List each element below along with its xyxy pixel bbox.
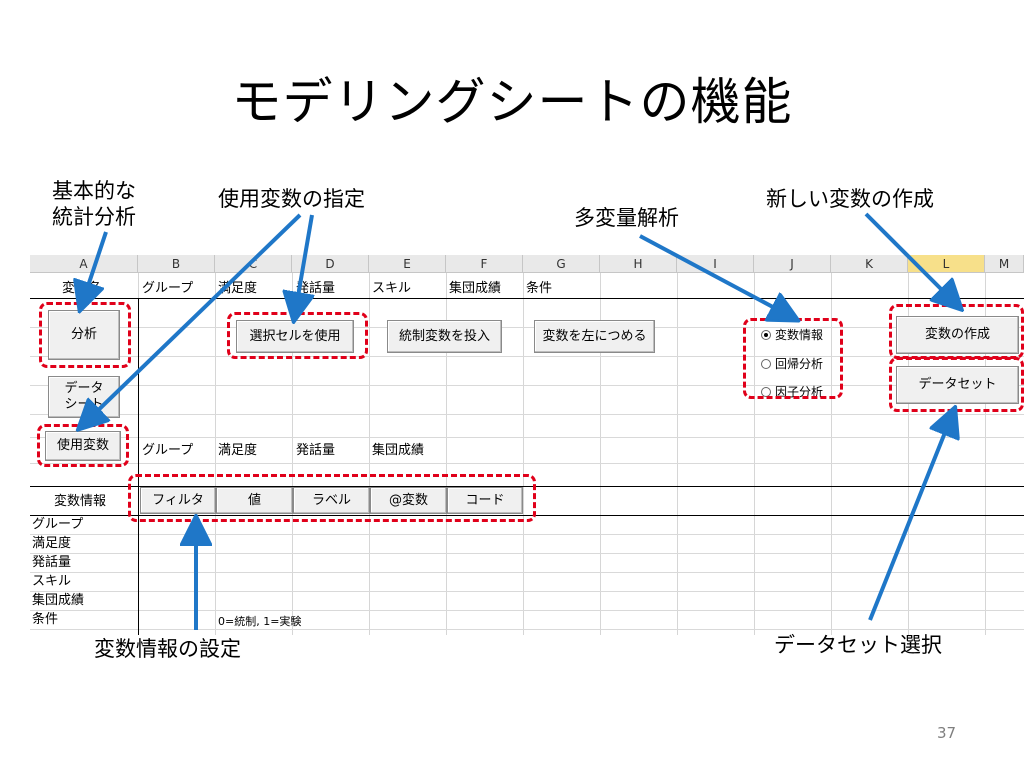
note-multivariate: 多変量解析 — [574, 206, 679, 230]
tab-filter[interactable]: フィルタ — [140, 487, 216, 514]
gridline — [754, 273, 755, 635]
gridline — [30, 414, 1024, 415]
header-row-border — [30, 298, 1024, 299]
gridline — [677, 273, 678, 635]
note-use-vars: 使用変数の指定 — [218, 187, 365, 211]
gridline — [600, 273, 601, 635]
analysis-button[interactable]: 分析 — [48, 310, 120, 360]
insert-control-var-button[interactable]: 統制変数を投入 — [387, 320, 502, 353]
arrow-basic-to-analysis — [84, 231, 108, 298]
gridline — [985, 273, 986, 635]
used-var-group-score[interactable]: 集団成績 — [372, 443, 425, 458]
header-cell-condition[interactable]: 条件 — [526, 281, 553, 296]
var-list-item[interactable]: 条件 — [32, 612, 59, 627]
gridline — [30, 534, 1024, 535]
gridline — [369, 273, 370, 635]
condition-note[interactable]: 0=統制, 1=実験 — [218, 615, 302, 628]
tab-code[interactable]: コード — [447, 487, 523, 514]
tab-label[interactable]: ラベル — [293, 487, 370, 514]
note-dataset-select: データセット選択 — [774, 633, 942, 657]
column-header-g[interactable]: G — [523, 255, 600, 273]
var-list-item[interactable]: 発話量 — [32, 555, 72, 570]
header-cell-group[interactable]: グループ — [142, 281, 194, 296]
gridline — [523, 273, 524, 635]
arrow-usevars-to-selected — [296, 214, 312, 308]
used-var-group[interactable]: グループ — [142, 443, 194, 458]
radio-regression[interactable]: 回帰分析 — [761, 355, 823, 372]
radio-selected-icon — [761, 329, 771, 340]
tab-at-var[interactable]: @変数 — [370, 487, 447, 514]
gridline — [30, 553, 1024, 554]
gridline — [215, 273, 216, 635]
arrow-usevars-to-button — [88, 213, 302, 420]
make-var-button[interactable]: 変数の作成 — [896, 316, 1019, 354]
gridline — [30, 572, 1024, 573]
var-list-item[interactable]: 集団成績 — [32, 593, 85, 608]
radio-var-info[interactable]: 変数情報 — [761, 326, 823, 343]
arrow-newvar-to-make — [864, 212, 952, 300]
column-header-l[interactable]: L — [908, 255, 985, 273]
gridline — [30, 610, 1024, 611]
shift-vars-left-button[interactable]: 変数を左につめる — [534, 320, 655, 353]
tab-value[interactable]: 値 — [216, 487, 293, 514]
gridline — [30, 385, 1024, 386]
radio-unselected-icon — [761, 358, 771, 369]
use-selected-cells-button[interactable]: 選択セルを使用 — [236, 320, 354, 353]
header-cell-group-score[interactable]: 集団成績 — [449, 281, 502, 296]
gridline — [30, 591, 1024, 592]
radio-label: 回帰分析 — [775, 357, 824, 371]
var-list-item[interactable]: 満足度 — [32, 536, 72, 551]
gridline — [30, 629, 1024, 630]
used-var-satisfaction[interactable]: 満足度 — [218, 443, 258, 458]
column-header-a[interactable]: A — [30, 255, 138, 273]
column-header-b[interactable]: B — [138, 255, 215, 273]
var-list-item[interactable]: スキル — [32, 574, 72, 589]
gridline — [30, 327, 1024, 328]
used-var-speech[interactable]: 発話量 — [296, 443, 336, 458]
column-header-j[interactable]: J — [754, 255, 831, 273]
radio-label: 因子分析 — [775, 385, 824, 399]
note-basic-analysis: 基本的な 統計分析 — [52, 179, 136, 229]
var-info-label[interactable]: 変数情報 — [54, 494, 107, 509]
var-info-top-border — [30, 486, 1024, 487]
column-header-c[interactable]: C — [215, 255, 292, 273]
used-vars-button[interactable]: 使用変数 — [45, 431, 121, 461]
column-header-d[interactable]: D — [292, 255, 369, 273]
page-number: 37 — [937, 724, 957, 742]
column-header-h[interactable]: H — [600, 255, 677, 273]
gridline — [908, 273, 909, 635]
note-new-var: 新しい変数の作成 — [766, 187, 934, 211]
gridline — [446, 273, 447, 635]
column-header-e[interactable]: E — [369, 255, 446, 273]
gridline — [30, 463, 1024, 464]
column-header-k[interactable]: K — [831, 255, 908, 273]
header-cell-skill[interactable]: スキル — [372, 281, 412, 296]
col-a-right-border — [138, 298, 139, 635]
arrow-dataset-select-to-dataset — [868, 420, 950, 621]
column-header-f[interactable]: F — [446, 255, 523, 273]
radio-label: 変数情報 — [775, 328, 824, 342]
var-list-item[interactable]: グループ — [32, 517, 84, 532]
arrow-multivariate-to-radio — [639, 234, 786, 314]
gridline — [292, 273, 293, 635]
column-header-i[interactable]: I — [677, 255, 754, 273]
slide-title: モデリングシートの機能 — [231, 73, 793, 131]
gridline — [30, 437, 1024, 438]
note-var-info-setting: 変数情報の設定 — [94, 637, 241, 661]
var-info-bottom-border — [30, 515, 1024, 516]
gridline — [831, 273, 832, 635]
highlight-var-info-tabs — [128, 474, 536, 522]
gridline — [30, 356, 1024, 357]
